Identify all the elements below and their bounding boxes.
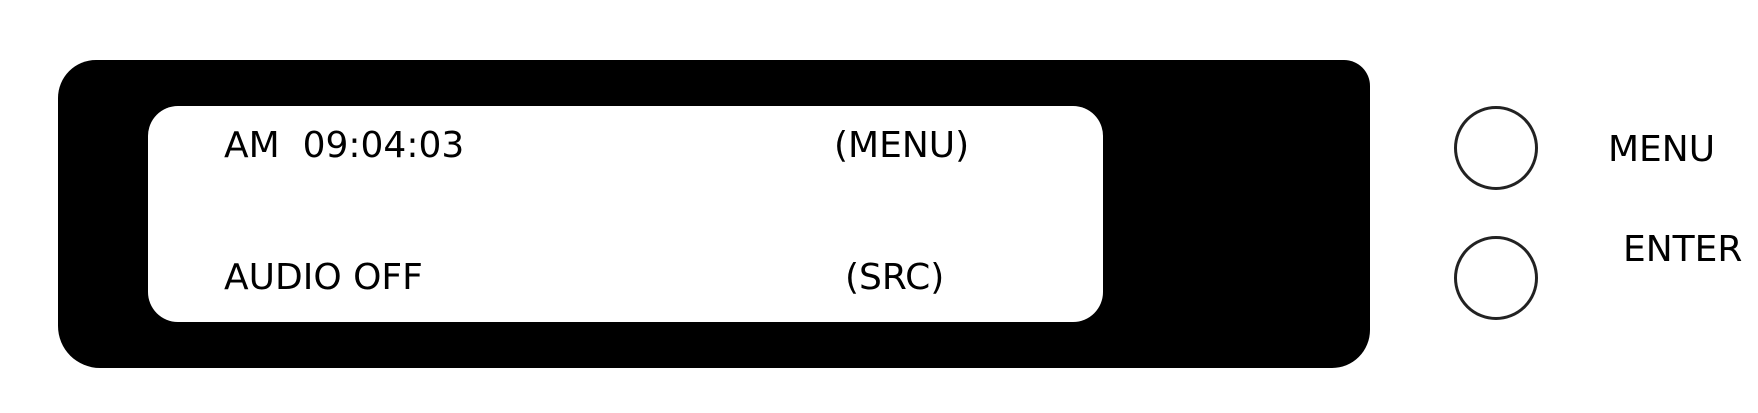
menu-button-label: MENU xyxy=(1608,129,1716,170)
menu-button[interactable] xyxy=(1454,106,1538,190)
audio-status: AUDIO OFF xyxy=(224,257,423,298)
src-softkey-label: (SRC) xyxy=(845,257,945,298)
enter-button-label: ENTER xyxy=(1623,229,1743,270)
clock-readout: AM 09:04:03 xyxy=(224,125,465,166)
lcd-screen xyxy=(148,106,1103,322)
menu-softkey-label: (MENU) xyxy=(834,125,970,166)
enter-button[interactable] xyxy=(1454,236,1538,320)
